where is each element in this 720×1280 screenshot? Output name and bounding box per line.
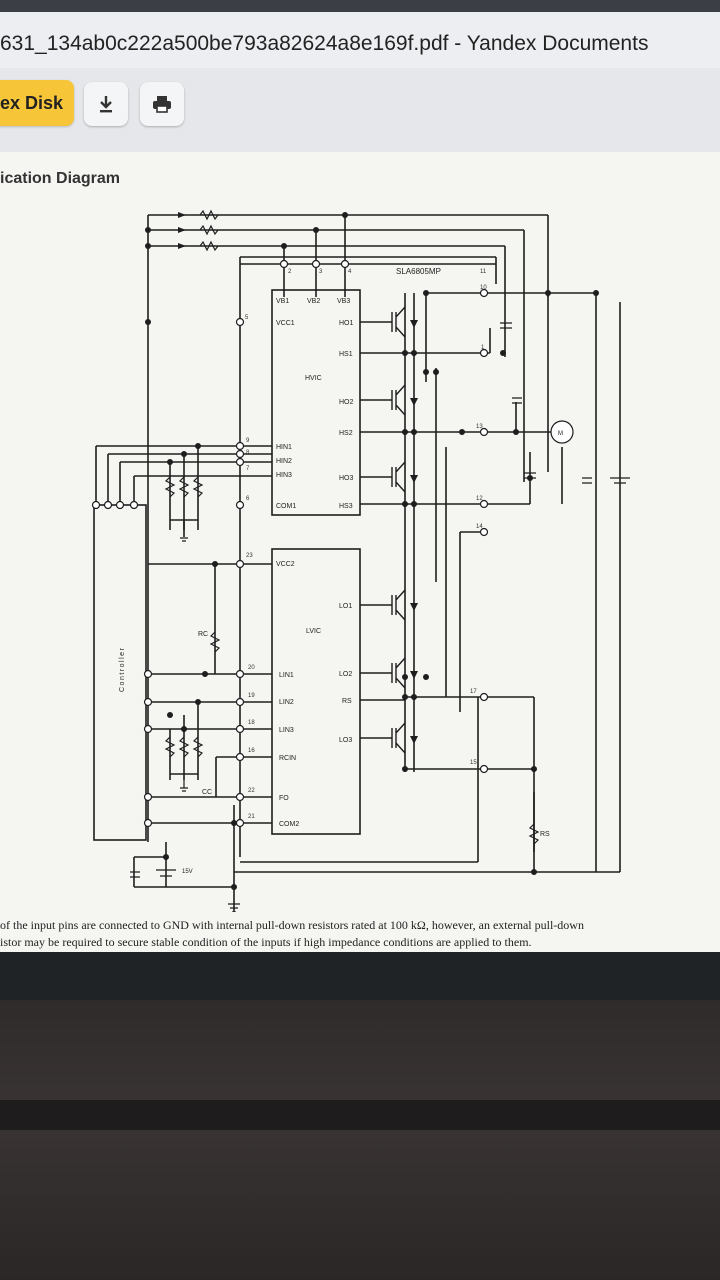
pin-label-ho3: HO3: [339, 475, 354, 482]
pin-number-2: 2: [288, 269, 292, 275]
page-heading: ication Diagram: [0, 170, 121, 187]
pin-number-4: 4: [348, 269, 352, 275]
hvic-label: HVIC: [305, 375, 322, 382]
pin-label-vb1: VB1: [276, 298, 289, 305]
pin-label-vb3: VB3: [337, 298, 350, 305]
pin-number-19: 19: [248, 693, 255, 699]
pin-number-20: 20: [248, 665, 255, 671]
supply-voltage-label: 15V: [182, 869, 193, 875]
download-icon: [100, 96, 112, 113]
pin-number-10: 10: [480, 285, 487, 291]
pin-number-17: 17: [470, 689, 477, 695]
pin-label-com2: COM2: [279, 821, 299, 828]
part-number-label: SLA6805MP: [396, 267, 441, 276]
pin-label-hs1: HS1: [339, 351, 353, 358]
pin-label-hs2: HS2: [339, 430, 353, 437]
laptop-hinge: [0, 1100, 720, 1130]
pin-number-3: 3: [319, 269, 323, 275]
pin-label-hin1: HIN1: [276, 444, 292, 451]
print-button[interactable]: [140, 82, 184, 126]
pin-label-lo3: LO3: [339, 737, 352, 744]
pin-number-9: 9: [246, 438, 250, 444]
monitor-screen: 631_134ab0c222a500be793a82624a8e169f.pdf…: [0, 0, 720, 1000]
os-top-strip: [0, 0, 720, 12]
pin-label-vcc2: VCC2: [276, 561, 295, 568]
pin-number-11: 11: [480, 269, 487, 275]
pin-label-lin2: LIN2: [279, 699, 294, 706]
pin-number-7: 7: [246, 466, 250, 472]
pin-label-vcc1: VCC1: [276, 320, 295, 327]
pin-label-hin3: HIN3: [276, 472, 292, 479]
pin-label-rs: RS: [342, 698, 352, 705]
footnote: of the input pins are connected to GND w…: [0, 917, 720, 951]
rs-resistor-label: RS: [540, 831, 550, 838]
motor-label: M: [558, 431, 563, 437]
pin-number-13: 13: [476, 424, 483, 430]
pin-number-12: 12: [476, 496, 483, 502]
pin-label-lin3: LIN3: [279, 727, 294, 734]
pin-label-lo2: LO2: [339, 671, 352, 678]
laptop-body: [0, 1000, 720, 1280]
pin-label-lo1: LO1: [339, 603, 352, 610]
window-titlebar: 631_134ab0c222a500be793a82624a8e169f.pdf…: [0, 12, 720, 69]
rc-label: RC: [198, 631, 208, 638]
pin-number-15: 15: [470, 760, 477, 766]
pin-label-ho1: HO1: [339, 320, 354, 327]
controller-label: Controller: [119, 647, 126, 692]
download-button[interactable]: [84, 82, 128, 126]
pin-label-hin2: HIN2: [276, 458, 292, 465]
pin-label-rcin: RCIN: [279, 755, 296, 762]
pin-number-6: 6: [246, 496, 250, 502]
pin-label-lin1: LIN1: [279, 672, 294, 679]
application-diagram: 2 3 4 5 9 8 7 6 23 20 19 18 16 22 21 11 …: [91, 209, 630, 912]
lvic-label: LVIC: [306, 628, 321, 635]
pin-number-14: 14: [476, 524, 483, 530]
footnote-line-1: of the input pins are connected to GND w…: [0, 918, 584, 932]
footnote-line-2: istor may be required to secure stable c…: [0, 935, 532, 949]
pin-number-21: 21: [248, 814, 255, 820]
pin-number-18: 18: [248, 720, 255, 726]
pin-label-vb2: VB2: [307, 298, 320, 305]
pdf-page: ication Diagram: [0, 152, 720, 952]
document-toolbar: ex Disk: [0, 68, 720, 152]
pin-label-ho2: HO2: [339, 399, 354, 406]
window-title: 631_134ab0c222a500be793a82624a8e169f.pdf…: [0, 32, 649, 55]
pin-number-22: 22: [248, 788, 255, 794]
pin-number-8: 8: [246, 450, 250, 456]
cc-label: CC: [202, 789, 212, 796]
pin-number-23: 23: [246, 553, 253, 559]
print-icon: [153, 96, 171, 113]
save-to-disk-button[interactable]: ex Disk: [0, 80, 74, 126]
pin-number-1: 1: [481, 345, 485, 351]
pin-label-fo: FO: [279, 795, 289, 802]
pin-number-5: 5: [245, 315, 249, 321]
pin-label-com1: COM1: [276, 503, 296, 510]
pin-number-16: 16: [248, 748, 255, 754]
pin-label-hs3: HS3: [339, 503, 353, 510]
